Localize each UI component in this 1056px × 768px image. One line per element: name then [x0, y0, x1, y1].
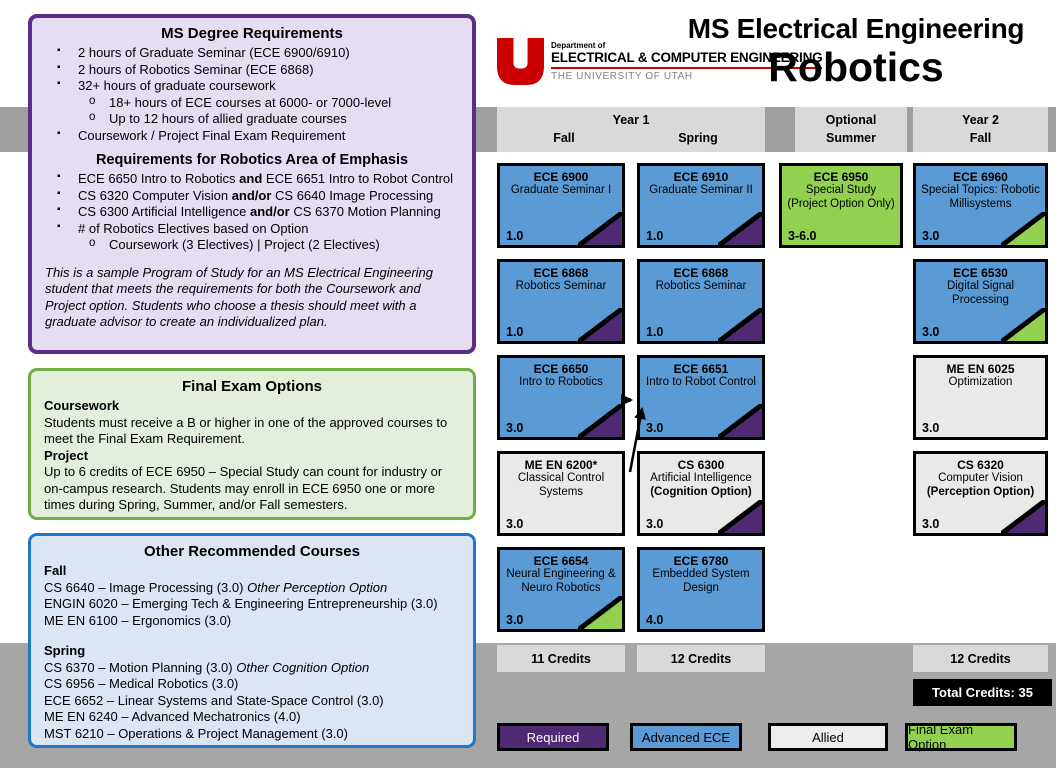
- required-corner-icon: [718, 404, 762, 437]
- legend-allied: Allied: [768, 723, 888, 751]
- required-corner-icon: [718, 500, 762, 533]
- column-header-year2: Year 2 Fall: [913, 107, 1048, 152]
- requirement-subitem: 18+ hours of ECE courses at 6000- or 700…: [45, 94, 459, 112]
- logo-department-name: ELECTRICAL & COMPUTER ENGINEERING: [551, 50, 823, 69]
- requirement-item: 2 hours of Graduate Seminar (ECE 6900/69…: [45, 45, 459, 62]
- logo-university-name: THE UNIVERSITY OF UTAH: [551, 70, 693, 82]
- column-header-summer: Summer: [825, 131, 877, 145]
- sample-plan-note: This is a sample Program of Study for an…: [45, 264, 434, 330]
- course-card-ece6650: ECE 6650 Intro to Robotics 3.0: [497, 355, 625, 440]
- block-u-icon: [497, 38, 544, 85]
- course-card-ece6530: ECE 6530 Digital Signal Processing 3.0: [913, 259, 1048, 344]
- spring-course-list: CS 6370 – Motion Planning (3.0) Other Co…: [44, 660, 460, 743]
- project-label: Project: [44, 447, 89, 463]
- course-card-ece6960: ECE 6960 Special Topics: Robotic Millisy…: [913, 163, 1048, 248]
- column-header-optional: Optional Summer: [795, 107, 907, 152]
- legend-advanced-ece: Advanced ECE: [630, 723, 742, 751]
- degree-requirements-list: 2 hours of Graduate Seminar (ECE 6900/69…: [45, 45, 459, 144]
- requirement-item: CS 6300 Artificial Intelligence and/or C…: [45, 204, 459, 221]
- final-exam-title: Final Exam Options: [181, 378, 323, 395]
- course-card-ece6900: ECE 6900 Graduate Seminar I 1.0: [497, 163, 625, 248]
- fall-course-list: CS 6640 – Image Processing (3.0) Other P…: [44, 580, 460, 630]
- course-line: ECE 6652 – Linear Systems and State-Spac…: [44, 692, 384, 708]
- course-card-ece6780: ECE 6780 Embedded System Design 4.0: [637, 547, 765, 632]
- requirement-item: CS 6320 Computer Vision and/or CS 6640 I…: [45, 188, 459, 205]
- spring-label: Spring: [44, 643, 86, 659]
- final-exam-corner-icon: [1001, 308, 1045, 341]
- total-credits-badge: Total Credits: 35: [913, 679, 1052, 706]
- course-card-ece6651: ECE 6651 Intro to Robot Control 3.0: [637, 355, 765, 440]
- logo-department-of: Department of: [551, 41, 606, 50]
- page-title-line1: MS Electrical Engineering: [687, 13, 1025, 44]
- course-card-meen6025: ME EN 6025 Optimization 3.0: [913, 355, 1048, 440]
- course-card-ece6910: ECE 6910 Graduate Seminar II 1.0: [637, 163, 765, 248]
- emphasis-requirements-title: Requirements for Robotics Area of Emphas…: [95, 152, 409, 169]
- required-corner-icon: [718, 308, 762, 341]
- requirement-item: 2 hours of Robotics Seminar (ECE 6868): [45, 62, 459, 79]
- page-title-line2: Robotics: [768, 44, 944, 90]
- course-line: CS 6640 – Image Processing (3.0) Other P…: [44, 579, 388, 595]
- required-corner-icon: [1001, 500, 1045, 533]
- requirement-item: # of Robotics Electives based on Option: [45, 221, 459, 238]
- other-courses-title: Other Recommended Courses: [144, 543, 360, 560]
- column-header-spring1: Spring: [678, 131, 718, 145]
- fall-label: Fall: [44, 563, 67, 579]
- fall2-credits-total: 12 Credits: [913, 645, 1048, 672]
- requirement-subitem: Coursework (3 Electives) | Project (2 El…: [45, 236, 459, 254]
- final-exam-corner-icon: [578, 596, 622, 629]
- course-card-cs6320: CS 6320 Computer Vision(Perception Optio…: [913, 451, 1048, 536]
- utah-ece-logo: Department of ELECTRICAL & COMPUTER ENGI…: [497, 38, 823, 85]
- final-exam-options-box: Final Exam Options Coursework Students m…: [28, 368, 476, 520]
- emphasis-requirements-list: ECE 6650 Intro to Robotics and ECE 6651 …: [45, 171, 459, 254]
- course-card-ece6868-spring: ECE 6868 Robotics Seminar 1.0: [637, 259, 765, 344]
- course-line: ENGIN 6020 – Emerging Tech & Engineering…: [44, 596, 438, 612]
- column-header-fall1: Fall: [553, 131, 575, 145]
- course-line: CS 6370 – Motion Planning (3.0) Other Co…: [44, 659, 370, 675]
- legend-required: Required: [497, 723, 609, 751]
- requirement-item: 32+ hours of graduate coursework: [45, 78, 459, 95]
- degree-requirements-box: MS Degree Requirements 2 hours of Gradua…: [28, 14, 476, 354]
- project-text: Up to 6 credits of ECE 6950 – Special St…: [44, 464, 443, 513]
- course-card-ece6868-fall: ECE 6868 Robotics Seminar 1.0: [497, 259, 625, 344]
- degree-requirements-title: MS Degree Requirements: [161, 25, 343, 42]
- other-courses-box: Other Recommended Courses Fall CS 6640 –…: [28, 533, 476, 748]
- legend-final-exam-option: Final Exam Option: [905, 722, 1017, 752]
- required-corner-icon: [578, 212, 622, 245]
- coursework-label: Coursework: [44, 398, 120, 414]
- required-corner-icon: [718, 212, 762, 245]
- required-corner-icon: [578, 404, 622, 437]
- course-line: ME EN 6100 – Ergonomics (3.0): [44, 612, 232, 628]
- fall1-credits-total: 11 Credits: [497, 645, 625, 672]
- course-line: CS 6956 – Medical Robotics (3.0): [44, 676, 239, 692]
- required-corner-icon: [578, 308, 622, 341]
- column-header-fall2: Fall: [969, 131, 992, 145]
- course-card-meen6200: ME EN 6200* Classical Control Systems 3.…: [497, 451, 625, 536]
- course-line: ME EN 6240 – Advanced Mechatronics (4.0): [44, 709, 301, 725]
- requirement-item: Coursework / Project Final Exam Requirem…: [45, 128, 459, 145]
- spring1-credits-total: 12 Credits: [637, 645, 765, 672]
- requirement-item: ECE 6650 Intro to Robotics and ECE 6651 …: [45, 171, 459, 188]
- course-card-cs6300: CS 6300 Artificial Intelligence(Cognitio…: [637, 451, 765, 536]
- requirement-subitem: Up to 12 hours of allied graduate course…: [45, 110, 459, 128]
- course-card-ece6950: ECE 6950 Special Study(Project Option On…: [779, 163, 903, 248]
- course-card-ece6654: ECE 6654 Neural Engineering & Neuro Robo…: [497, 547, 625, 632]
- coursework-text: Students must receive a B or higher in o…: [44, 414, 448, 447]
- final-exam-corner-icon: [1001, 212, 1045, 245]
- course-line: MST 6210 – Operations & Project Manageme…: [44, 725, 348, 741]
